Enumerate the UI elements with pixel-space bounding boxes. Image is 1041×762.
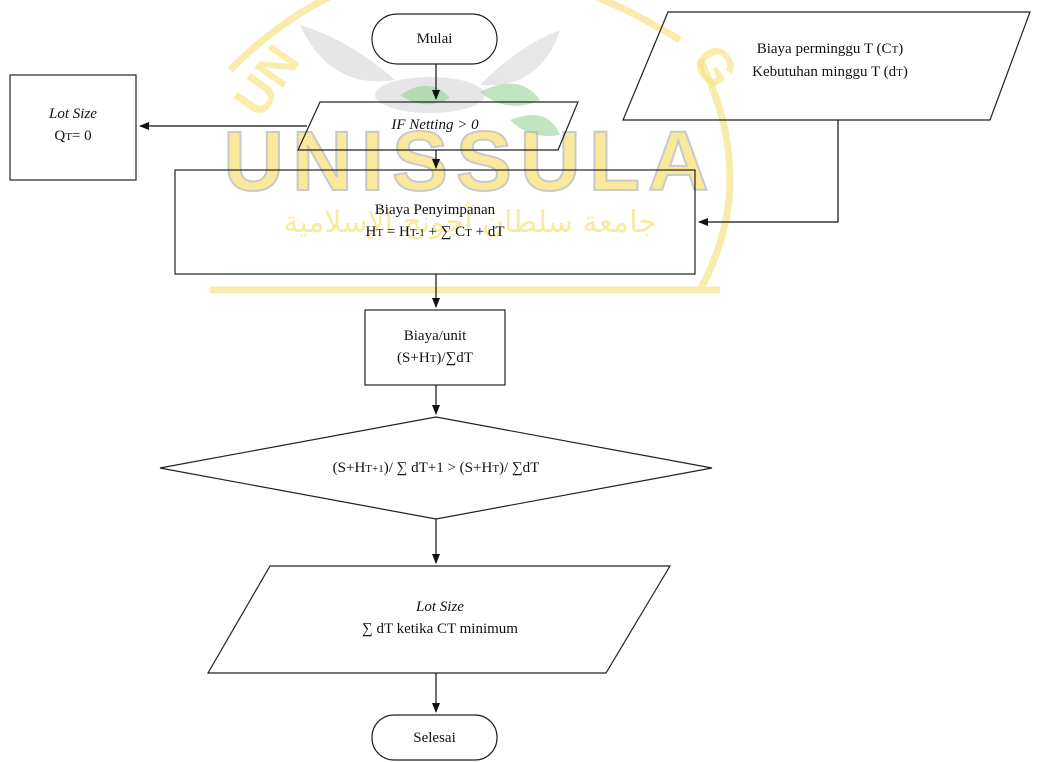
decision-a-sub: T+1 xyxy=(365,463,383,475)
lot-zero-q: Q xyxy=(54,128,65,144)
lot-result-label: Lot Size ∑ dT ketika CT minimum xyxy=(240,596,640,640)
holding-c-sub: T xyxy=(465,227,472,239)
decision-label: (S+HT+1)/ ∑ dT+1 > (S+HT)/ ∑dT xyxy=(160,457,712,480)
holding-h2-sub: T-1 xyxy=(410,227,425,239)
start-label: Mulai xyxy=(372,28,497,50)
lot-result-text: ∑ dT ketika CT minimum xyxy=(240,618,640,640)
lot-result-title: Lot Size xyxy=(240,596,640,618)
input-cost-line2-end: ) xyxy=(903,64,908,80)
unit-cost-label: Biaya/unit (S+HT)/∑dT xyxy=(365,325,505,370)
input-cost-line1: Biaya perminggu T (C xyxy=(757,41,892,57)
holding-cost-title: Biaya Penyimpanan xyxy=(175,199,695,221)
input-cost-line2: Kebutuhan minggu T (d xyxy=(752,64,896,80)
decision-c: )/ ∑dT xyxy=(499,460,539,476)
netting-label: IF Netting > 0 xyxy=(300,114,570,136)
decision-b: )/ ∑ dT+1 > (S+H xyxy=(384,460,493,476)
lot-size-zero-title: Lot Size xyxy=(10,103,136,125)
unit-cost-f1-end: )/∑dT xyxy=(436,350,473,366)
unit-cost-f1: (S+H xyxy=(397,350,430,366)
lot-zero-q-sub: T xyxy=(65,131,72,143)
input-costs-label: Biaya perminggu T (C T) Kebutuhan minggu … xyxy=(650,38,1010,84)
holding-h: H xyxy=(365,224,376,240)
lot-size-zero-label: Lot Size QT= 0 xyxy=(10,103,136,148)
holding-cost-label: Biaya Penyimpanan HT = HT-1 + ∑ CT + dT xyxy=(175,199,695,244)
holding-tail: + dT xyxy=(472,224,505,240)
input-cost-line2-sub: T xyxy=(896,67,903,79)
end-label: Selesai xyxy=(372,727,497,749)
lot-zero-q-rest: = 0 xyxy=(72,128,92,144)
holding-rest: + ∑ C xyxy=(425,224,465,240)
input-cost-line1-end: ) xyxy=(898,41,903,57)
unit-cost-title: Biaya/unit xyxy=(365,325,505,347)
decision-a: (S+H xyxy=(333,460,366,476)
holding-eq: = H xyxy=(383,224,410,240)
